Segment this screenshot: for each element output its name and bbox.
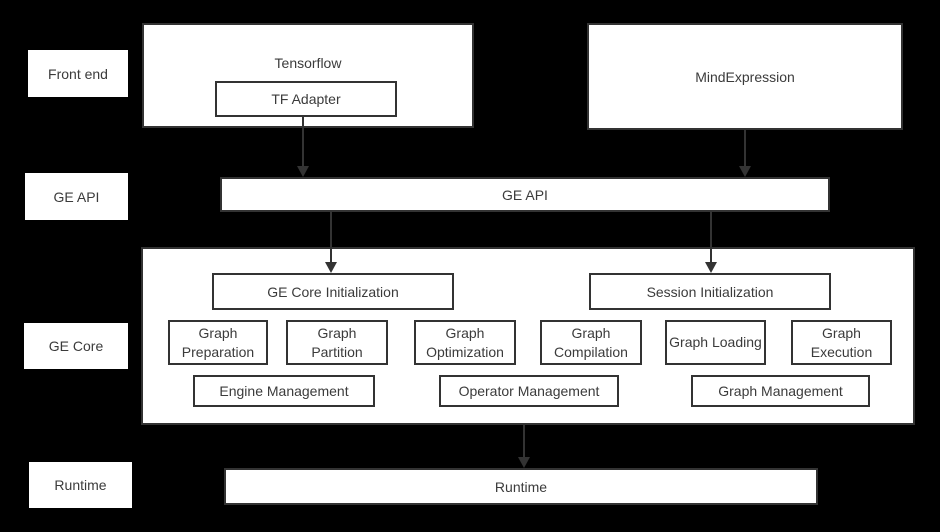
graph-execution-box: Graph Execution <box>791 320 892 365</box>
layer-label-front-end: Front end <box>28 50 128 97</box>
arrow-tf-adapter-to-ge-api <box>297 115 309 177</box>
graph-compilation-box: Graph Compilation <box>540 320 642 365</box>
operator-management-box: Operator Management <box>439 375 619 407</box>
tensorflow-box: Tensorflow TF Adapter <box>142 23 474 128</box>
layer-label-ge-core: GE Core <box>24 323 128 369</box>
graph-preparation-box: Graph Preparation <box>168 320 268 365</box>
graph-partition-box: Graph Partition <box>286 320 388 365</box>
tf-adapter-box: TF Adapter <box>215 81 397 117</box>
session-initialization-box: Session Initialization <box>589 273 831 310</box>
ge-api-bar: GE API <box>220 177 830 212</box>
arrow-ge-core-to-runtime <box>518 425 530 468</box>
tensorflow-label: Tensorflow <box>274 55 342 71</box>
layer-label-runtime: Runtime <box>29 462 132 508</box>
arrow-ge-api-to-session-initialization <box>705 212 717 273</box>
mindexpression-box: MindExpression <box>587 23 903 130</box>
graph-loading-box: Graph Loading <box>665 320 766 365</box>
arrow-ge-api-to-ge-core-initialization <box>325 212 337 273</box>
ge-core-initialization-box: GE Core Initialization <box>212 273 454 310</box>
graph-management-box: Graph Management <box>691 375 870 407</box>
engine-management-box: Engine Management <box>193 375 375 407</box>
runtime-bar: Runtime <box>224 468 818 505</box>
layer-label-ge-api: GE API <box>25 173 128 220</box>
arrow-mindexpression-to-ge-api <box>739 130 751 177</box>
graph-optimization-box: Graph Optimization <box>414 320 516 365</box>
